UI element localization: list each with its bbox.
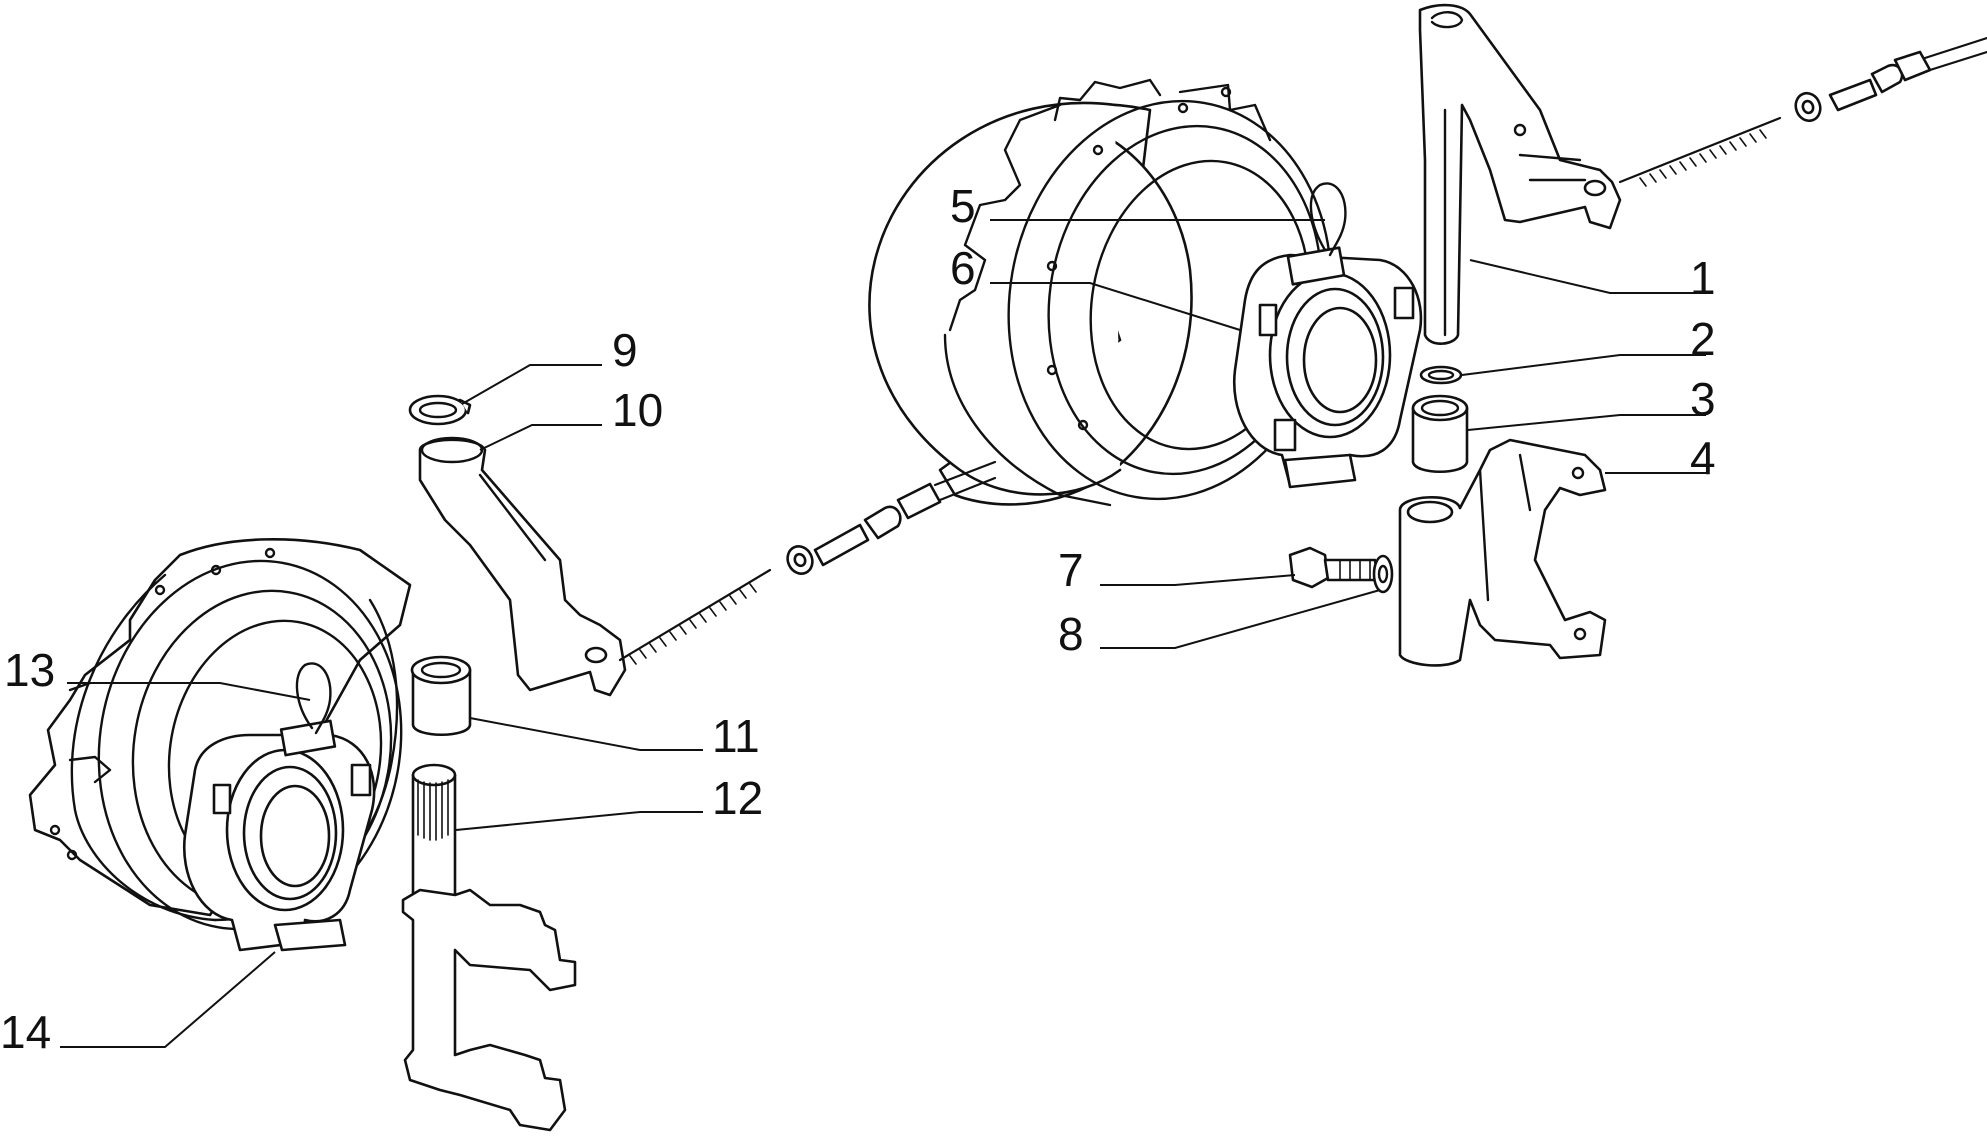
callout-12: 12 <box>712 772 763 824</box>
right-washer-8 <box>1372 554 1394 594</box>
left-release-bearing <box>182 719 376 952</box>
leader-3 <box>1467 414 1706 431</box>
callout-13: 13 <box>4 644 55 696</box>
right-release-bearing <box>1232 246 1423 489</box>
left-cable <box>618 460 997 665</box>
right-fork-4 <box>1398 438 1607 667</box>
callout-4: 4 <box>1690 432 1716 484</box>
left-lever-10 <box>418 436 627 697</box>
left-circlip-9 <box>408 394 472 426</box>
right-washer-2 <box>1419 365 1463 385</box>
leader-11 <box>469 717 703 751</box>
callout-labels: 1 2 3 4 5 6 7 8 9 10 11 12 13 14 <box>0 180 1716 1058</box>
leader-8 <box>1100 589 1381 649</box>
right-bolt-7 <box>1288 546 1380 589</box>
leader-6 <box>990 282 1241 331</box>
leader-2 <box>1461 354 1706 376</box>
leader-lines <box>60 219 1706 1048</box>
callout-11: 11 <box>712 710 760 762</box>
left-clip-spring-13 <box>295 662 332 735</box>
callout-14: 14 <box>0 1006 51 1058</box>
leader-10 <box>479 424 602 451</box>
leader-12 <box>455 811 703 831</box>
leader-14 <box>60 951 276 1048</box>
leader-13 <box>67 682 311 701</box>
leader-9 <box>461 364 602 405</box>
right-lever-shaft-1 <box>1418 3 1622 345</box>
callout-5: 5 <box>950 180 976 232</box>
right-cable <box>1618 36 1987 187</box>
callout-8: 8 <box>1058 608 1084 660</box>
callout-10: 10 <box>612 384 663 436</box>
leader-1 <box>1469 259 1706 294</box>
callout-3: 3 <box>1690 373 1716 425</box>
callout-6: 6 <box>950 242 976 294</box>
left-bushing-11 <box>410 655 472 736</box>
left-fork-shaft-12 <box>401 763 577 1132</box>
leader-7 <box>1100 574 1296 586</box>
right-clip-spring-5 <box>1309 182 1347 257</box>
callout-2: 2 <box>1690 313 1716 365</box>
callout-9: 9 <box>612 324 638 376</box>
callout-7: 7 <box>1058 544 1084 596</box>
callout-1: 1 <box>1690 252 1716 304</box>
right-bushing-3 <box>1411 394 1469 473</box>
